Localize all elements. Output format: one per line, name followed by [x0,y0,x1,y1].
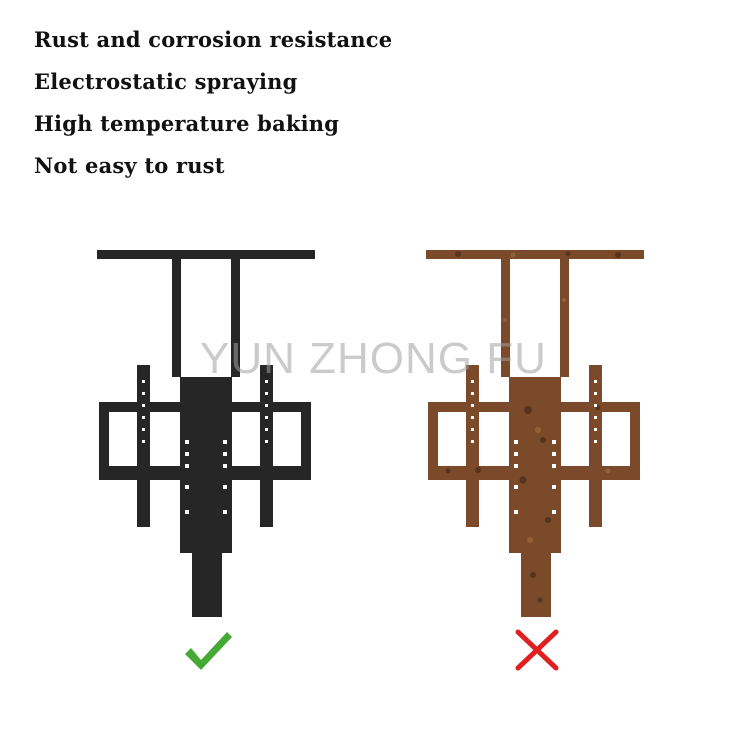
rusted-bracket-image [418,240,658,630]
feature-item: Not easy to rust [34,153,225,178]
bracket-icon [97,250,315,617]
feature-list: Rust and corrosion resistance Electrosta… [34,24,392,192]
coated-bracket-image [85,240,325,630]
bracket-icon [426,250,644,617]
feature-item: Rust and corrosion resistance [34,27,393,52]
cross-icon [512,628,562,672]
watermark-text: YUN ZHONG FU [200,334,547,383]
feature-item: Electrostatic spraying [34,69,298,94]
check-icon [183,628,233,672]
feature-item: High temperature baking [34,111,340,136]
